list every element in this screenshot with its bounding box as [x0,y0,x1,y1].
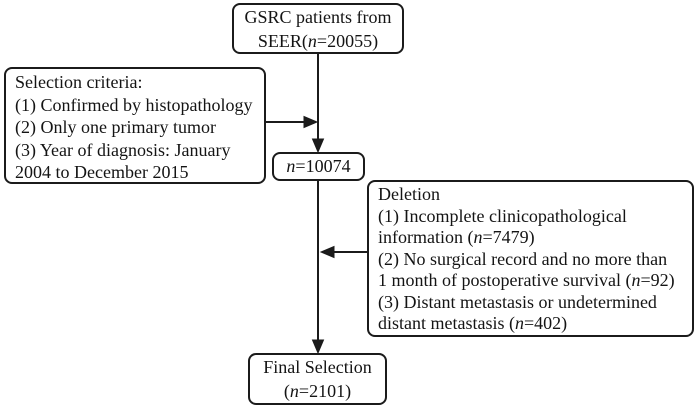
italic-n: n [307,30,317,51]
source-line-2-pre: SEER( [257,30,308,51]
deletion-line-7-post: =402) [523,313,568,333]
box-final-selection: Final Selection (n=2101) [248,353,387,405]
count-text: n=10074 [286,155,350,178]
deletion-line-6: (3) Distant metastasis or undetermined [378,291,657,312]
deletion-title: Deletion [378,184,440,204]
italic-n: n [289,381,299,401]
criteria-line-2: (1) Confirmed by histopathology [15,94,253,115]
criteria-line-3: (2) Only one primary tumor [15,117,216,137]
final-line-2-pre: ( [283,381,290,401]
deletion-line-7: distant metastasis (n=402) [378,313,683,335]
deletion-line-2: (1) Incomplete clinicopathological [378,205,627,226]
deletion-line-5-post: =92) [640,270,675,290]
deletion-line-5-pre: 1 month of postoperative survival ( [378,270,632,290]
deletion-line-3-post: =7479) [482,227,535,247]
source-line-2-post: =20055) [316,30,379,51]
box-selection-criteria: Selection criteria: (1) Confirmed by his… [4,67,266,184]
arrow-count-to-final [311,181,325,355]
final-line-1: Final Selection [263,357,372,377]
italic-n: n [514,313,524,333]
italic-n: n [286,156,296,177]
box-deletion: Deletion (1) Incomplete clinicopathologi… [367,180,694,337]
deletion-line-3: information (n=7479) [378,227,683,249]
deletion-line-5: 1 month of postoperative survival (n=92) [378,270,683,292]
box-gsrc-source: GSRC patients from SEER(n=20055) [232,3,404,54]
criteria-line-5: 2004 to December 2015 [15,162,189,182]
source-line-2: SEER(n=20055) [258,29,378,53]
deletion-line-4: (2) No surgical record and no more than [378,248,668,269]
italic-n: n [473,227,483,247]
final-line-2: (n=2101) [284,379,351,403]
box-count-n10074: n=10074 [272,152,365,181]
criteria-line-4: (3) Year of diagnosis: January [15,139,231,160]
italic-n: n [631,270,641,290]
arrow-criteria-to-flow [266,115,319,129]
count-value: =10074 [295,156,351,177]
deletion-line-7-pre: distant metastasis ( [378,313,515,333]
source-line-1: GSRC patients from [244,6,392,27]
arrow-source-to-count [311,54,325,154]
criteria-line-1: Selection criteria: [15,72,143,92]
deletion-line-3-pre: information ( [378,227,474,247]
final-line-2-post: =2101) [298,381,352,401]
arrow-deletion-to-flow [319,245,367,259]
